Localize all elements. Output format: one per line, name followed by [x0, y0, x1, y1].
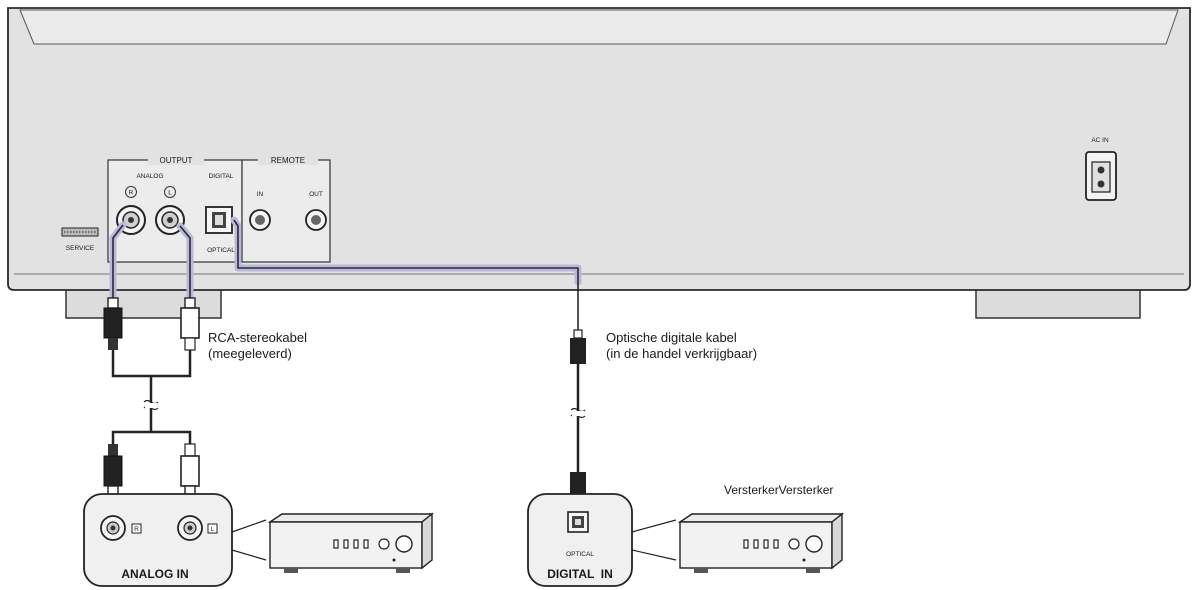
analog-r-mark: R: [134, 526, 139, 533]
service-label: SERVICE: [66, 245, 95, 252]
rca-cable: [103, 297, 200, 497]
optical-cable: [570, 329, 586, 507]
rca-plug-left-top: [180, 297, 200, 351]
rca-plug-right-top: [103, 297, 123, 350]
remote-out-label: OUT: [309, 191, 323, 198]
remote-in-jack[interactable]: [249, 209, 271, 231]
analog-in-jack-left[interactable]: [177, 515, 203, 541]
analog-input-panel: R L ANALOG IN: [83, 493, 267, 587]
rca-cable-caption-2: (meegeleverd): [208, 346, 292, 361]
optical-cable-caption-1: Optische digitale kabel: [606, 330, 737, 345]
analog-in-jack-right[interactable]: [100, 515, 126, 541]
optical-port[interactable]: [205, 206, 233, 234]
optical-port-label: OPTICAL: [207, 247, 235, 254]
ac-in-label: AC IN: [1091, 137, 1109, 144]
player-top-lip: [19, 9, 1179, 45]
output-label: OUTPUT: [160, 156, 193, 165]
player-rear-panel: OUTPUT REMOTE ANALOG DIGITAL OPTICAL R L…: [7, 7, 1191, 319]
service-port[interactable]: [61, 227, 99, 237]
digital-in-optical-port[interactable]: [567, 511, 589, 533]
ac-inlet[interactable]: [1085, 151, 1117, 201]
digital-input-panel: OPTICAL DIGITAL IN: [527, 493, 677, 587]
remote-label: REMOTE: [271, 156, 305, 165]
amplifier-analog: [267, 512, 434, 573]
analog-in-label: ANALOG IN: [121, 567, 188, 581]
digital-in-label: DIGITAL IN: [547, 567, 613, 581]
rca-plug-right-bottom: [103, 444, 123, 497]
cable-lines: [112, 219, 579, 330]
amplifier-digital: [677, 512, 844, 573]
digital-optical-small-label: OPTICAL: [566, 551, 594, 558]
left-channel-mark: L: [168, 190, 172, 197]
amplifier-title: VersterkerVersterker: [724, 483, 833, 497]
analog-label: ANALOG: [136, 173, 163, 180]
optical-cable-caption-2: (in de handel verkrijgbaar): [606, 346, 757, 361]
rca-plug-left-bottom: [180, 443, 200, 497]
remote-out-jack[interactable]: [305, 209, 327, 231]
rca-cable-caption-1: RCA-stereokabel: [208, 330, 307, 345]
digital-label: DIGITAL: [209, 173, 234, 180]
right-channel-mark: R: [129, 190, 134, 197]
analog-l-mark: L: [211, 526, 215, 533]
remote-in-label: IN: [257, 191, 264, 198]
